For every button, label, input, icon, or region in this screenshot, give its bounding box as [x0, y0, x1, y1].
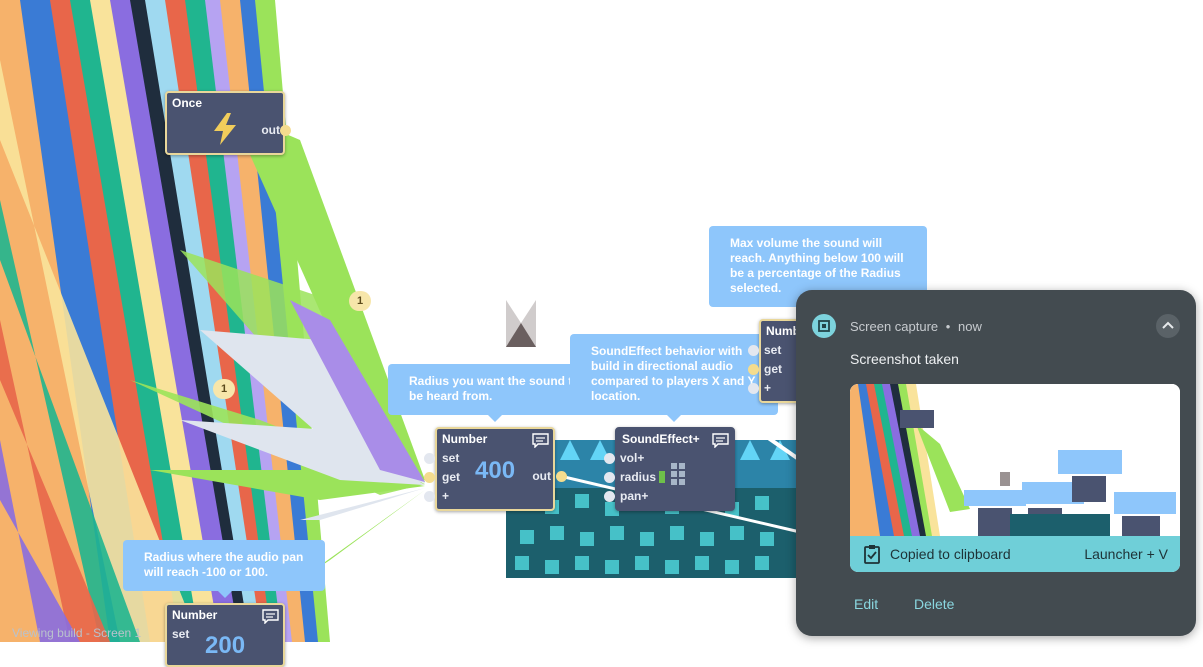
screen-capture-notification[interactable]: Screen capture • now Screenshot taken	[796, 290, 1196, 636]
notification-separator: •	[945, 319, 951, 334]
vol-port[interactable]	[604, 453, 615, 464]
out-label: out	[532, 469, 551, 483]
delete-button[interactable]: Delete	[914, 596, 955, 612]
clipboard-text: Copied to clipboard	[890, 546, 1011, 562]
radius-port[interactable]	[604, 472, 615, 483]
once-node-title: Once	[172, 96, 203, 110]
comment-max-volume-text: Max volume the sound will reach. Anythin…	[730, 236, 904, 295]
clipboard-bar[interactable]: Copied to clipboard Launcher + V	[850, 536, 1180, 572]
wire-count-badge: 1	[349, 291, 371, 311]
out-port[interactable]	[556, 471, 567, 482]
pan-port[interactable]	[604, 491, 615, 502]
graph-canvas[interactable]	[0, 0, 1203, 642]
clipboard-shortcut: Launcher + V	[1084, 546, 1168, 562]
notification-header: Screen capture • now	[850, 319, 982, 334]
set-label: set	[764, 343, 782, 357]
number-node-400[interactable]: Number set get + 400 out	[424, 427, 567, 511]
comment-sound-effect-text: SoundEffect behavior with build in direc…	[591, 344, 756, 403]
comment-icon[interactable]	[532, 433, 549, 448]
comment-radius: Radius you want the sound to be heard fr…	[388, 364, 594, 415]
number-node-title: Number	[172, 608, 218, 622]
vol-label: vol+	[620, 451, 645, 465]
speaker-grid-icon	[659, 463, 685, 485]
plus-port[interactable]	[424, 491, 435, 502]
comment-radius-text: Radius you want the sound to be heard fr…	[409, 374, 580, 403]
radius-label: radius	[620, 470, 657, 484]
get-label: get	[764, 362, 782, 376]
once-node[interactable]: Once out	[165, 91, 291, 155]
comment-icon[interactable]	[712, 433, 729, 448]
wire-count-badge: 1	[213, 379, 235, 399]
number-value[interactable]: 400	[475, 457, 516, 484]
plus-label: +	[442, 489, 450, 503]
wire-bundle	[130, 110, 425, 600]
notification-title: Screenshot taken	[850, 351, 959, 367]
comment-pan: Radius where the audio pan will reach -1…	[123, 540, 325, 591]
lightning-icon	[214, 113, 236, 145]
number-node-pan[interactable]: Number set 200	[165, 603, 285, 667]
plus-label: +	[764, 381, 772, 395]
notification-app-name: Screen capture	[850, 319, 939, 334]
number-value[interactable]: 200	[205, 632, 246, 659]
hourglass-sprite	[506, 300, 536, 347]
comment-arrow	[218, 591, 232, 598]
set-label: set	[442, 451, 460, 465]
number-node-title: Numb	[766, 324, 800, 338]
collapse-button[interactable]	[1156, 314, 1180, 338]
set-port[interactable]	[424, 453, 435, 464]
comment-sound-effect: SoundEffect behavior with build in direc…	[570, 334, 778, 415]
edit-button[interactable]: Edit	[854, 596, 879, 612]
set-port[interactable]	[748, 345, 759, 356]
comment-icon[interactable]	[262, 609, 279, 624]
screenshot-thumbnail[interactable]: Copied to clipboard Launcher + V	[850, 384, 1180, 572]
set-label: set	[172, 627, 190, 641]
notification-time: now	[957, 319, 982, 334]
get-label: get	[442, 470, 460, 484]
get-port[interactable]	[748, 364, 759, 375]
clipboard-check-icon	[864, 545, 880, 564]
comment-pan-text: Radius where the audio pan will reach -1…	[144, 550, 304, 579]
thumbnail-preview	[850, 384, 1180, 536]
number-node-title: Number	[442, 432, 488, 446]
status-text: Viewing build - Screen 1	[12, 626, 142, 640]
sound-effect-node[interactable]: SoundEffect+ vol+ radius pan+	[604, 427, 735, 511]
chevron-up-icon	[1162, 321, 1174, 329]
get-port[interactable]	[424, 472, 435, 483]
pan-label: pan+	[620, 489, 649, 503]
screen-capture-icon	[812, 314, 836, 338]
comment-arrow	[488, 415, 502, 422]
plus-port[interactable]	[748, 383, 759, 394]
once-out-label: out	[261, 123, 280, 137]
sound-effect-title: SoundEffect+	[622, 432, 700, 446]
comment-arrow	[667, 415, 681, 422]
once-out-port[interactable]	[280, 125, 291, 136]
